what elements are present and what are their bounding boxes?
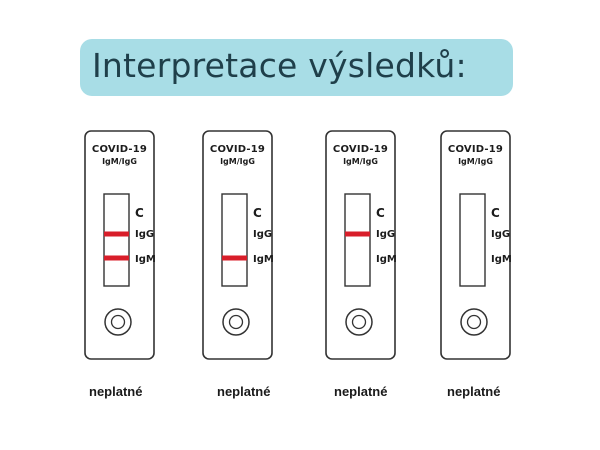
cassette-name: COVID-19 bbox=[332, 144, 389, 155]
igg-mark: IgG bbox=[135, 229, 155, 240]
cassette-body bbox=[202, 130, 273, 360]
band-igg bbox=[345, 231, 370, 237]
cassette-subtitle: IgM/IgG bbox=[220, 157, 255, 166]
result-label-3: neplatné bbox=[334, 384, 388, 399]
band-igm bbox=[104, 255, 129, 261]
test-cassette-3: COVID-19 IgM/IgG C IgG IgM bbox=[325, 130, 397, 360]
igg-mark: IgG bbox=[491, 229, 511, 240]
cassette-body bbox=[84, 130, 155, 360]
result-label-4: neplatné bbox=[447, 384, 501, 399]
control-mark: C bbox=[491, 206, 500, 220]
igg-mark: IgG bbox=[253, 229, 273, 240]
test-cassette-2: COVID-19 IgM/IgG C IgG IgM bbox=[202, 130, 274, 360]
cassette-subtitle: IgM/IgG bbox=[343, 157, 378, 166]
band-igm bbox=[222, 255, 247, 261]
igm-mark: IgM bbox=[491, 254, 512, 265]
control-mark: C bbox=[135, 206, 144, 220]
cassette-name: COVID-19 bbox=[91, 144, 148, 155]
cassette-body bbox=[440, 130, 511, 360]
control-mark: C bbox=[253, 206, 262, 220]
test-cassette-4: COVID-19 IgM/IgG C IgG IgM bbox=[440, 130, 512, 360]
band-igg bbox=[104, 231, 129, 237]
title-banner: Interpretace výsledků: bbox=[80, 39, 513, 96]
igg-mark: IgG bbox=[376, 229, 396, 240]
page-title: Interpretace výsledků: bbox=[92, 46, 467, 85]
cassette-body bbox=[325, 130, 396, 360]
igm-mark: IgM bbox=[253, 254, 274, 265]
igm-mark: IgM bbox=[376, 254, 397, 265]
cassette-subtitle: IgM/IgG bbox=[102, 157, 137, 166]
cassette-subtitle: IgM/IgG bbox=[458, 157, 493, 166]
control-mark: C bbox=[376, 206, 385, 220]
result-label-1: neplatné bbox=[89, 384, 143, 399]
result-label-2: neplatné bbox=[217, 384, 271, 399]
igm-mark: IgM bbox=[135, 254, 156, 265]
cassette-name: COVID-19 bbox=[447, 144, 504, 155]
cassette-name: COVID-19 bbox=[209, 144, 266, 155]
test-cassette-1: COVID-19 IgM/IgG C IgG IgM bbox=[84, 130, 156, 360]
